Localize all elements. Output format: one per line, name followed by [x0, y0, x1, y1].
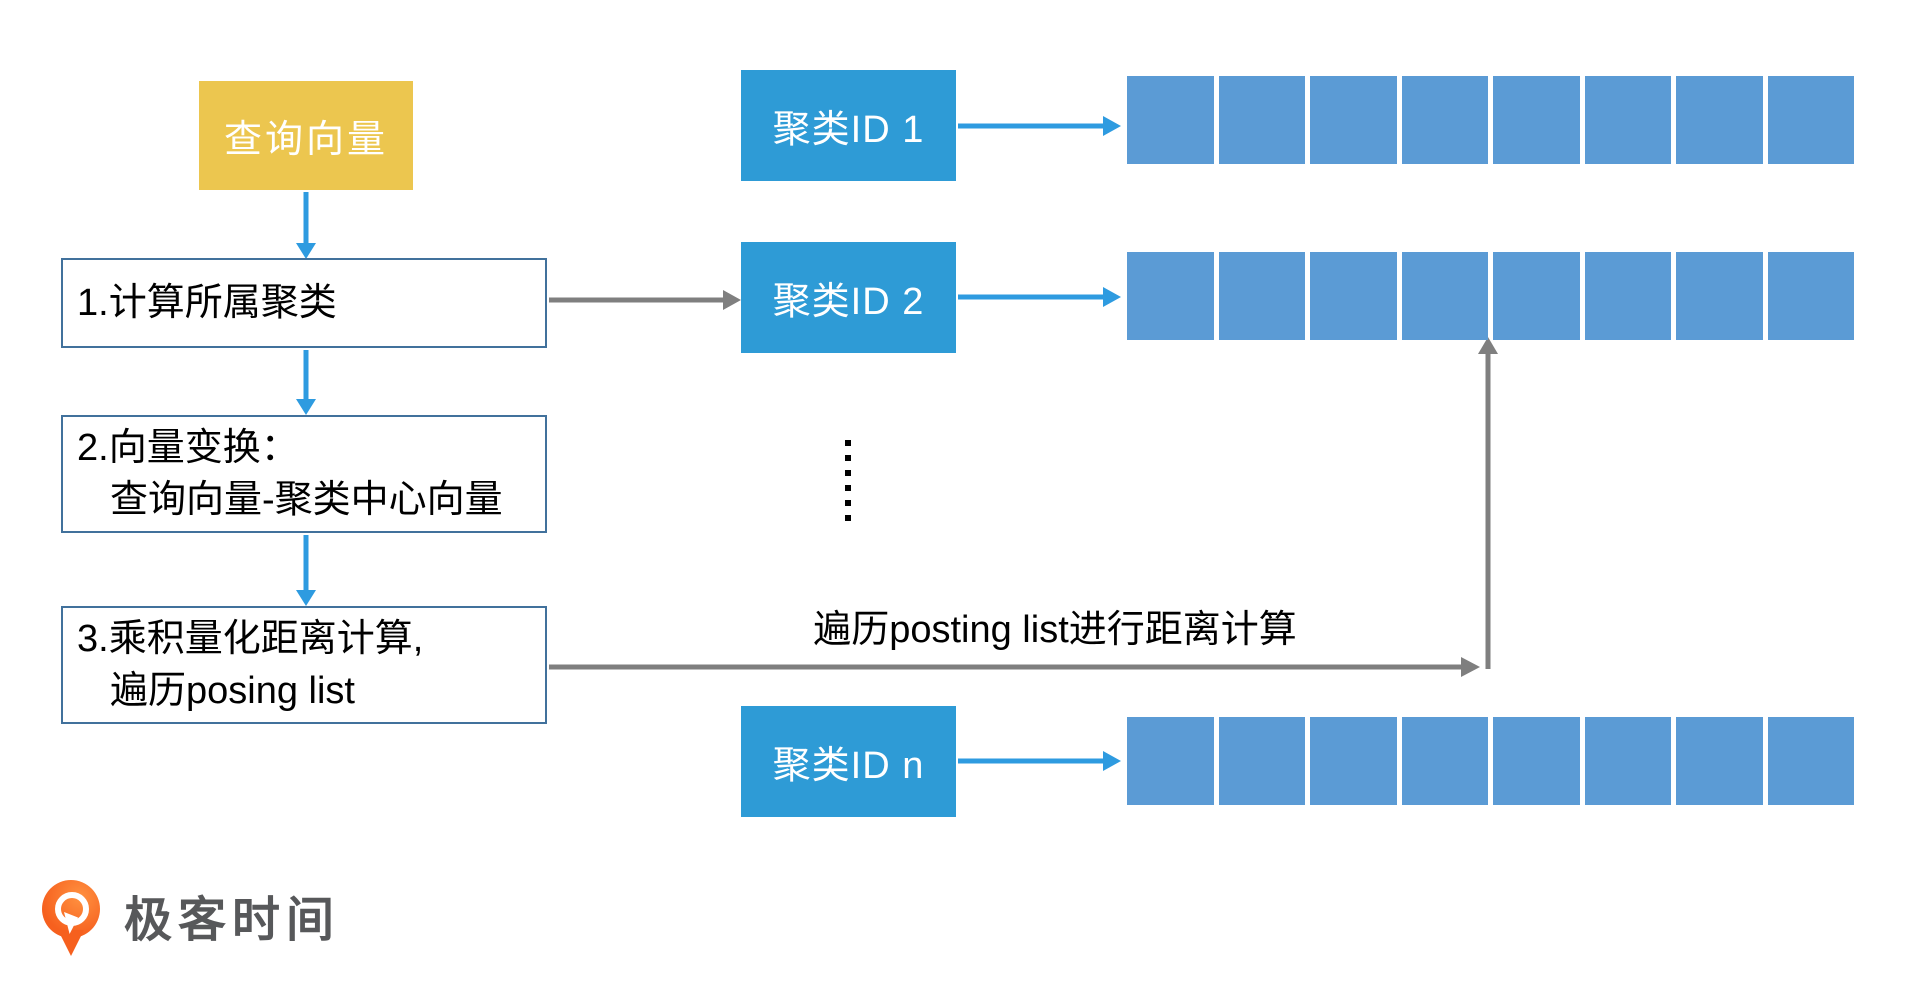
posting-list-segment: [1218, 252, 1305, 340]
step2-line1: 2.向量变换：: [77, 427, 299, 469]
posting-list-2: [1127, 252, 1854, 340]
posting-list-segment: [1127, 76, 1214, 164]
arrow-step1-to-step2: [296, 350, 316, 415]
step1-line1: 1.计算所属聚类: [77, 282, 337, 324]
cluster-id-1-box: 聚类ID 1: [741, 70, 956, 181]
brand-name: 极客时间: [124, 894, 341, 947]
arrow-step3-traverse-horizontal: [549, 657, 1480, 677]
ellipsis-dot: [845, 500, 851, 506]
step1-compute-cluster-box: 1.计算所属聚类: [61, 258, 547, 348]
cluster-id-2-label: 聚类ID 2: [772, 281, 925, 323]
arrow-step2-to-step3: [296, 535, 316, 606]
traverse-posting-list-label: 遍历posting list进行距离计算: [813, 609, 1297, 651]
cluster-id-n-box: 聚类ID n: [741, 706, 956, 817]
arrow-cluster1-to-list1: [958, 116, 1121, 136]
cluster-ellipsis-dots: [845, 440, 852, 521]
posting-list-segment: [1767, 252, 1854, 340]
query-vector-label: 查询向量: [223, 119, 388, 161]
posting-list-segment: [1401, 717, 1488, 805]
posting-list-segment: [1767, 717, 1854, 805]
posting-list-segment: [1584, 717, 1671, 805]
arrow-traverse-up-to-list2: [1478, 337, 1498, 669]
posting-list-n: [1127, 717, 1854, 805]
brand-logo: 极客时间: [40, 878, 340, 966]
posting-list-segment: [1493, 717, 1580, 805]
step2-vector-transform-box: 2.向量变换： 查询向量-聚类中心向量: [61, 415, 547, 533]
step2-line2: 查询向量-聚类中心向量: [110, 479, 503, 521]
step3-pq-distance-box: 3.乘积量化距离计算, 遍历posing list: [61, 606, 547, 724]
posting-list-segment: [1584, 252, 1671, 340]
posting-list-segment: [1218, 717, 1305, 805]
posting-list-segment: [1218, 76, 1305, 164]
posting-list-1: [1127, 76, 1854, 164]
cluster-id-n-label: 聚类ID n: [772, 745, 925, 787]
ellipsis-dot: [845, 455, 851, 461]
arrow-query-to-step1: [296, 192, 316, 259]
posting-list-segment: [1493, 252, 1580, 340]
cluster-id-2-box: 聚类ID 2: [741, 242, 956, 353]
step3-line1: 3.乘积量化距离计算,: [77, 618, 424, 660]
posting-list-segment: [1401, 76, 1488, 164]
geektime-logo-icon: [40, 878, 102, 966]
arrow-cluster2-to-list2: [958, 287, 1121, 307]
posting-list-segment: [1310, 252, 1397, 340]
ellipsis-dot: [845, 440, 851, 446]
posting-list-segment: [1676, 717, 1763, 805]
posting-list-segment: [1584, 76, 1671, 164]
posting-list-segment: [1310, 717, 1397, 805]
posting-list-segment: [1127, 252, 1214, 340]
posting-list-segment: [1767, 76, 1854, 164]
ellipsis-dot: [845, 515, 851, 521]
query-vector-box: 查询向量: [199, 81, 413, 190]
posting-list-segment: [1401, 252, 1488, 340]
arrow-clustern-to-listn: [958, 751, 1121, 771]
ellipsis-dot: [845, 470, 851, 476]
arrow-step1-to-cluster2: [549, 290, 741, 310]
posting-list-segment: [1127, 717, 1214, 805]
posting-list-segment: [1676, 76, 1763, 164]
logo-pin-tail-shape: [58, 930, 84, 956]
ellipsis-dot: [845, 485, 851, 491]
step3-line2: 遍历posing list: [110, 670, 355, 712]
cluster-id-1-label: 聚类ID 1: [772, 109, 925, 151]
posting-list-segment: [1310, 76, 1397, 164]
posting-list-segment: [1493, 76, 1580, 164]
posting-list-segment: [1676, 252, 1763, 340]
